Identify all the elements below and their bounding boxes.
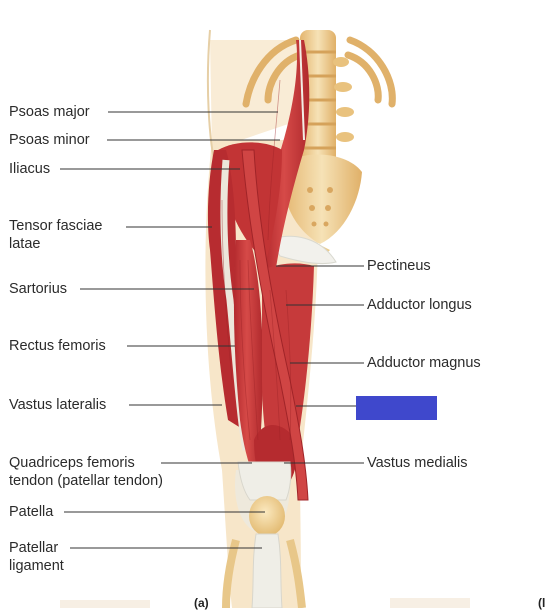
panel-label: (a) (194, 596, 209, 610)
sartorius-muscle (241, 149, 309, 501)
leader-lines (60, 111, 364, 549)
panel-label-right: (l (538, 596, 546, 610)
pelvis (269, 154, 362, 265)
label-patella: Patella (9, 504, 54, 520)
label-adductor-magnus: Adductor magnus (367, 355, 481, 371)
label-quadriceps-tendon: Quadriceps femoris tendon (patellar tend… (9, 455, 163, 489)
label-pectineus: Pectineus (367, 258, 431, 274)
label-iliacus: Iliacus (9, 161, 51, 177)
bottom-faded-shapes (60, 598, 470, 608)
label-adductor-longus: Adductor longus (367, 297, 472, 313)
label-patellar-ligament: Patellar ligament (9, 540, 64, 574)
rectus-femoris-muscle (233, 240, 263, 480)
redacted-label-box (356, 396, 437, 420)
label-vastus-medialis: Vastus medialis (367, 455, 468, 471)
label-psoas-major: Psoas major (9, 104, 90, 120)
label-sartorius: Sartorius (9, 281, 68, 297)
label-tensor-fasciae-latae: Tensor fasciae latae (9, 218, 103, 252)
label-vastus-lateralis: Vastus lateralis (9, 397, 107, 413)
rib-bones (242, 36, 396, 108)
knee-structures (222, 461, 306, 608)
label-psoas-minor: Psoas minor (9, 132, 90, 148)
patella-bone (249, 496, 285, 536)
label-rectus-femoris: Rectus femoris (9, 338, 106, 354)
